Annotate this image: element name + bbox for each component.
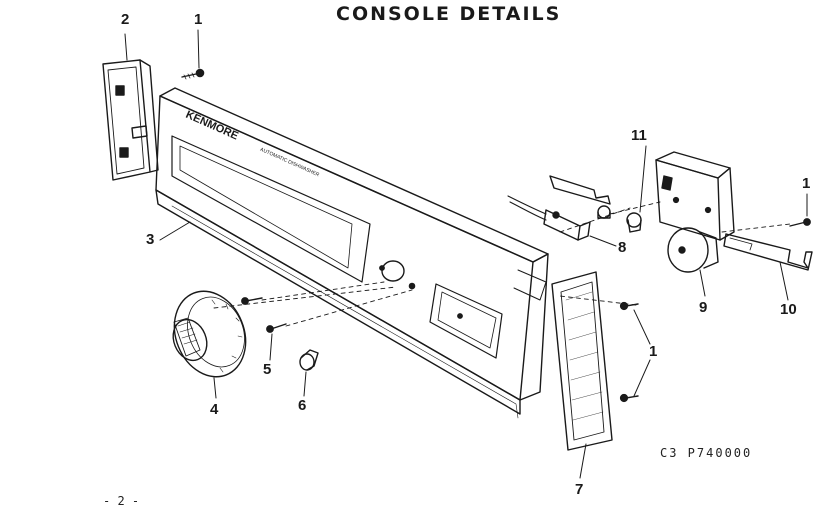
bracket-and-spacers <box>549 175 642 233</box>
leader-lines <box>124 29 808 479</box>
left-end-cap <box>102 59 159 181</box>
page-number: - 2 - <box>103 494 140 508</box>
knob-screws <box>241 297 287 333</box>
callout-11: 11 <box>631 127 647 144</box>
screw-right <box>789 218 811 227</box>
callout-5: 5 <box>263 361 272 378</box>
diagram-title: CONSOLE DETAILS <box>336 3 562 25</box>
switch-assembly <box>507 195 591 241</box>
right-end-cap <box>551 271 613 451</box>
callout-2: 2 <box>121 11 130 28</box>
timer-motor <box>655 151 735 273</box>
callout-1-lower: 1 <box>649 343 658 360</box>
callout-1-top: 1 <box>194 11 203 28</box>
control-knob <box>172 290 247 378</box>
mounting-bracket <box>723 233 813 271</box>
push-button <box>299 349 319 371</box>
screw-top-left <box>181 68 205 80</box>
callout-10: 10 <box>780 301 797 318</box>
end-cap-screws <box>619 301 639 403</box>
callout-7: 7 <box>575 481 584 498</box>
assembly-lines <box>213 201 791 327</box>
callout-4: 4 <box>210 401 219 418</box>
console-panel: KENMORE AUTOMATIC DISHWASHER <box>155 87 549 419</box>
catalog-code: C3 P740000 <box>660 446 753 460</box>
callout-6: 6 <box>298 397 307 414</box>
callout-8: 8 <box>618 239 627 256</box>
callout-9: 9 <box>699 299 708 316</box>
callout-3: 3 <box>146 231 155 248</box>
callout-1-right: 1 <box>802 175 811 192</box>
